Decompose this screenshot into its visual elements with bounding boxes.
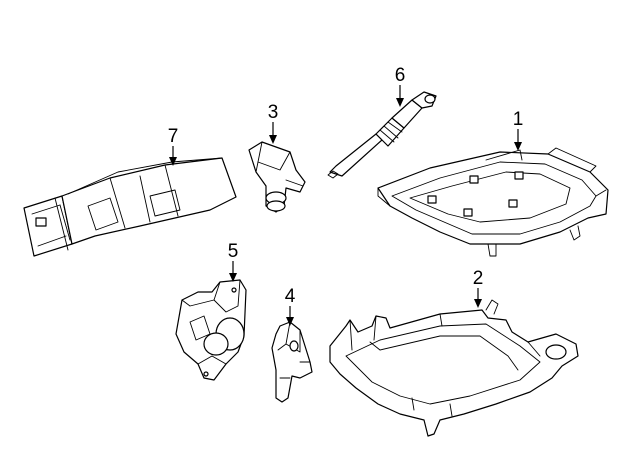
callout-3: 3 [268, 102, 279, 144]
part-2-tray [329, 299, 579, 437]
callout-6: 6 [395, 65, 406, 107]
callout-6-label: 6 [395, 65, 406, 86]
callout-1-label: 1 [513, 109, 524, 130]
callout-3-arrowhead [269, 135, 277, 144]
callout-4-label: 4 [285, 286, 296, 307]
part-3-sensor [248, 141, 306, 213]
part-4-crank-sensor [271, 321, 313, 403]
callout-7: 7 [168, 126, 179, 166]
callout-1: 1 [513, 109, 524, 151]
callout-6-arrowhead [396, 98, 404, 107]
callout-7-arrowhead [169, 157, 177, 166]
part-7-module [23, 157, 237, 257]
part-1-ecm [377, 147, 609, 257]
callout-2-label: 2 [473, 268, 484, 289]
callout-5: 5 [228, 241, 239, 282]
callout-2: 2 [473, 268, 484, 308]
callout-4-arrowhead [286, 317, 294, 326]
callout-5-label: 5 [228, 241, 239, 262]
callout-1-arrowhead [514, 142, 522, 151]
callout-7-label: 7 [168, 126, 179, 147]
callout-4: 4 [285, 286, 296, 326]
callout-2-arrowhead [474, 299, 482, 308]
callout-5-arrowhead [229, 273, 237, 282]
part-5-sensor-bracket [175, 279, 247, 381]
callout-3-label: 3 [268, 102, 279, 123]
part-6-glow-plug [327, 91, 437, 179]
